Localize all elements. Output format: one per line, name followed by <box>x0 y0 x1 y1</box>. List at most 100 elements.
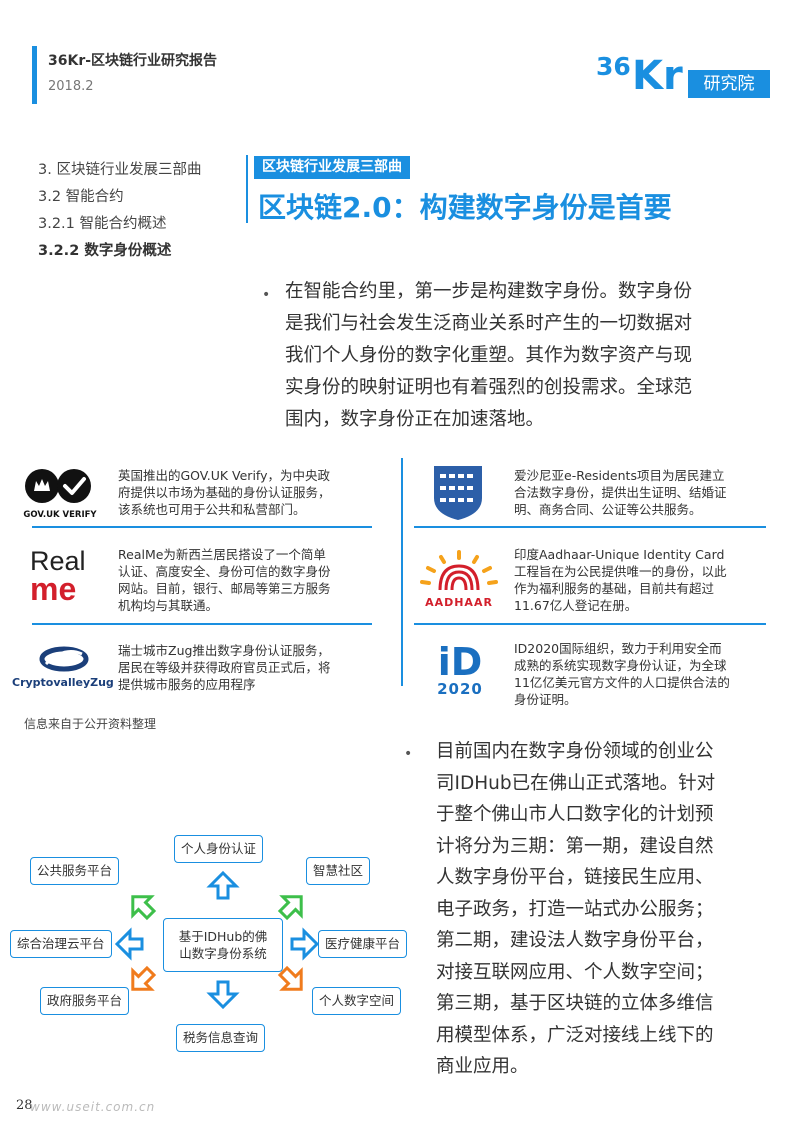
diagram-arrows <box>114 870 320 1010</box>
text-line: 机构均与其联通。 <box>118 598 219 613</box>
source-note: 信息来自于公开资料整理 <box>24 717 157 731</box>
idhub-paragraph: 目前国内在数字身份领域的创业公 司IDHub已在佛山正式落地。针对 于整个佛山市… <box>436 736 715 1083</box>
node-smart-community: 智慧社区 <box>306 857 371 885</box>
arrow-left-icon <box>114 927 144 961</box>
text-line: 瑞士城市Zug推出数字身份认证服务， <box>118 643 330 658</box>
text-line: 该系统也可用于公共和私营部门。 <box>118 502 306 517</box>
text-line: 爱沙尼亚e-Residents项目为居民建立 <box>514 468 725 483</box>
section-accent-line <box>246 155 248 223</box>
paragraph-line: 司IDHub已在佛山正式落地。针对 <box>436 772 716 794</box>
node-personal-digital-space: 个人数字空间 <box>312 987 402 1015</box>
node-gov-service-platform: 政府服务平台 <box>40 987 130 1015</box>
aadhaar-logo-text: AADHAAR <box>425 596 493 609</box>
paragraph-line: 商业应用。 <box>436 1056 529 1077</box>
id2020-logo-top: iD <box>437 640 483 684</box>
arrow-right-icon <box>290 927 320 961</box>
text-line: 网站。目前，银行、邮局等第三方服务 <box>118 581 331 596</box>
arrow-upright-icon <box>277 895 303 921</box>
realme-logo-top: Real <box>30 546 86 576</box>
text-line: 工程旨在为公民提供唯一的身份，以此 <box>514 564 727 579</box>
realme-logo-bottom: me <box>30 571 77 607</box>
paragraph-line: 电子政务，打造一站式办公服务； <box>436 898 714 920</box>
text-line: 印度Aadhaar-Unique Identity Card <box>514 547 725 562</box>
paragraph-line: 在智能合约里，第一步是构建数字身份。数字身份 <box>285 281 693 302</box>
paragraph-line: 用模型体系，广泛对接线上线下的 <box>436 1024 714 1046</box>
arrow-upleft-icon <box>131 895 157 921</box>
aadhaar-description: 印度Aadhaar-Unique Identity Card 工程旨在为公民提供… <box>514 546 727 614</box>
row-divider <box>32 526 372 528</box>
section-heading: 区块链2.0：构建数字身份是首要 <box>258 191 672 224</box>
toc-item: 3. 区块链行业发展三部曲 <box>38 162 202 178</box>
header-accent-bar <box>32 46 37 104</box>
govuk-description: 英国推出的GOV.UK Verify，为中央政 府提供以市场为基础的身份认证服务… <box>118 467 331 518</box>
bullet-icon: • <box>262 287 271 303</box>
id2020-logo-bottom: 2020 <box>437 680 483 698</box>
arrow-downleft-icon <box>131 965 157 991</box>
text-line: 11.67亿人登记在册。 <box>514 598 638 613</box>
node-governance-cloud: 综合治理云平台 <box>10 930 112 958</box>
cryptovalley-logo-text: CryptovalleyZug <box>12 676 114 689</box>
center-line: 山数字身份系统 <box>179 946 267 961</box>
arrow-up-icon <box>206 870 240 900</box>
node-healthcare-platform: 医疗健康平台 <box>318 930 408 958</box>
cryptovalley-logo: CryptovalleyZug <box>12 646 116 694</box>
paragraph-line: 第三期，基于区块链的立体多维信 <box>436 993 714 1014</box>
table-of-contents: 3. 区块链行业发展三部曲 3.2 智能合约 3.2.1 智能合约概述 3.2.… <box>38 157 201 265</box>
paragraph-line: 对接互联网应用、个人数字空间； <box>436 961 714 983</box>
paragraph-line: 目前国内在数字身份领域的创业公 <box>436 741 714 762</box>
bullet-icon: • <box>404 746 413 762</box>
text-line: 提供城市服务的应用程序 <box>118 677 256 692</box>
watermark: www.useit.com.cn <box>30 1100 156 1114</box>
govuk-verify-logo: GOV.UK VERIFY <box>22 466 98 520</box>
logo-kr: Kr <box>632 53 683 99</box>
node-public-service-platform: 公共服务平台 <box>30 857 120 885</box>
text-line: 明、商务合同、公证等公共服务。 <box>514 502 702 517</box>
id2020-logo: iD 2020 <box>434 640 486 704</box>
report-title: 36Kr-区块链行业研究报告 <box>48 53 218 69</box>
text-line: ID2020国际组织，致力于利用安全而 <box>514 641 722 656</box>
estonia-e-residency-logo <box>430 462 486 522</box>
column-divider <box>401 458 403 686</box>
realme-logo: Real me <box>30 548 102 608</box>
paragraph-line: 于整个佛山市人口数字化的计划预 <box>436 804 714 825</box>
arrow-down-icon <box>206 980 240 1010</box>
paragraph-line: 围内，数字身份正在加速落地。 <box>285 409 545 430</box>
realme-description: RealMe为新西兰居民搭设了一个简单 认证、高度安全、身份可信的数字身份 网站… <box>118 546 331 614</box>
text-line: 合法数字身份，提供出生证明、结婚证 <box>514 485 727 500</box>
logo-label: 研究院 <box>688 70 770 98</box>
intro-paragraph: 在智能合约里，第一步是构建数字身份。数字身份 是我们与社会发生泛商业关系时产生的… <box>285 276 692 436</box>
page-number: 28 <box>16 1098 33 1113</box>
paragraph-line: 人数字身份平台，链接民生应用、 <box>436 867 714 888</box>
paragraph-line: 计将分为三期：第一期，建设自然 <box>436 835 714 857</box>
diagram-center-node: 基于IDHub的佛 山数字身份系统 <box>163 918 283 972</box>
toc-item: 3.2.1 智能合约概述 <box>38 216 167 232</box>
govuk-logo-text: GOV.UK VERIFY <box>23 510 97 520</box>
36kr-research-logo: 36 Kr 研究院 <box>596 52 772 102</box>
paragraph-line: 是我们与社会发生泛商业关系时产生的一切数据对 <box>285 313 693 334</box>
text-line: 居民在等级并获得政府官员正式后，将 <box>118 660 331 675</box>
node-tax-info-query: 税务信息查询 <box>176 1024 266 1052</box>
text-line: 作为福利服务的基础，目前共有超过 <box>514 581 715 596</box>
text-line: 府提供以市场为基础的身份认证服务， <box>118 485 331 500</box>
logo-number: 36 <box>596 52 631 81</box>
cryptovalley-description: 瑞士城市Zug推出数字身份认证服务， 居民在等级并获得政府官员正式后，将 提供城… <box>118 642 331 693</box>
row-divider <box>414 623 766 625</box>
report-date: 2018.2 <box>48 79 94 94</box>
text-line: 11亿亿美元官方文件的人口提供合法的 <box>514 675 730 690</box>
estonia-description: 爱沙尼亚e-Residents项目为居民建立 合法数字身份，提供出生证明、结婚证… <box>514 467 727 518</box>
text-line: RealMe为新西兰居民搭设了一个简单 <box>118 547 326 562</box>
paragraph-line: 我们个人身份的数字化重塑。其作为数字资产与现 <box>285 345 693 366</box>
text-line: 成熟的系统实现数字身份认证，为全球 <box>514 658 727 673</box>
paragraph-line: 实身份的映射证明也有着强烈的创投需求。全球范 <box>285 377 693 398</box>
row-divider <box>32 623 372 625</box>
paragraph-line: 第二期，建设法人数字身份平台， <box>436 930 714 951</box>
text-line: 认证、高度安全、身份可信的数字身份 <box>118 564 331 579</box>
center-line: 基于IDHub的佛 <box>178 929 268 944</box>
aadhaar-logo: AADHAAR <box>414 548 504 610</box>
row-divider <box>414 526 766 528</box>
toc-item-current: 3.2.2 数字身份概述 <box>38 243 172 259</box>
section-tag: 区块链行业发展三部曲 <box>254 156 410 179</box>
text-line: 英国推出的GOV.UK Verify，为中央政 <box>118 468 330 483</box>
node-personal-id-auth: 个人身份认证 <box>174 835 264 863</box>
id2020-description: ID2020国际组织，致力于利用安全而 成熟的系统实现数字身份认证，为全球 11… <box>514 640 730 708</box>
